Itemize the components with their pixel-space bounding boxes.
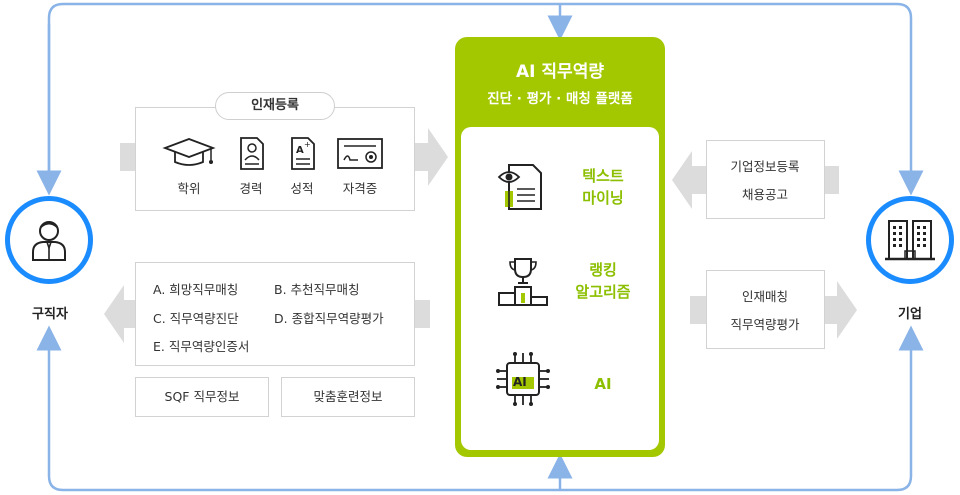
certificate-icon [337, 138, 383, 169]
registration-item-degree: 학위 [159, 136, 219, 197]
registration-item-career: 경력 [221, 136, 281, 197]
platform-title: AI 직무역량 [516, 62, 604, 82]
feature-line: AI [594, 375, 612, 393]
service-item-a: A. 희망직무매칭 [153, 282, 239, 297]
person-icon [32, 221, 66, 261]
service-item-e: E. 직무역량인증서 [153, 339, 250, 354]
feature-ranking-algorithm: 랭킹 알고리즘 [563, 259, 643, 303]
custom-training-info-button: 맞춤훈련정보 [281, 377, 415, 417]
ranking-podium-icon [498, 258, 548, 306]
building-icon [885, 220, 935, 261]
feature-text-mining: 텍스트 마이닝 [563, 165, 643, 209]
text-mining-icon [497, 164, 542, 210]
company-label: 기업 [898, 307, 922, 322]
registration-box [135, 107, 415, 211]
arrow-platform-to-company [690, 281, 857, 339]
company-input-box [706, 140, 825, 219]
registration-item-label: 자격증 [342, 181, 378, 196]
svg-text:AI: AI [513, 375, 527, 389]
job-seeker-circle [5, 196, 93, 284]
service-item-d: D. 종합직무역량평가 [274, 311, 384, 326]
registration-item-label: 성적 [290, 181, 314, 196]
feature-ai: AI [563, 373, 643, 395]
resume-icon [240, 137, 264, 170]
talent-matching: 인재매칭 [741, 289, 788, 304]
ai-chip-icon: AI [496, 352, 550, 406]
arrow-company-to-platform [672, 151, 839, 209]
platform-feature-list: 텍스트 마이닝 랭킹 알고리즘 AI [461, 127, 659, 450]
grade-document-icon: A + [291, 137, 315, 170]
registration-item-grades: A + 성적 [272, 136, 332, 197]
feature-line: 마이닝 [582, 189, 624, 207]
job-competency-evaluation: 직무역량평가 [730, 317, 800, 332]
feature-line: 텍스트 [582, 167, 624, 185]
company-info-registration: 기업정보등록 [730, 159, 800, 174]
arrow-platform-to-seeker [104, 285, 430, 343]
job-posting: 채용공고 [741, 187, 788, 202]
company-output-box [706, 270, 825, 349]
registration-item-label: 경력 [239, 181, 263, 196]
ai-platform-panel: AI 직무역량 진단 · 평가 · 매칭 플랫폼 텍스트 마이닝 [455, 37, 665, 457]
service-item-c: C. 직무역량진단 [153, 311, 239, 326]
job-seeker-label: 구직자 [32, 307, 68, 322]
svg-text:A: A [296, 145, 304, 156]
graduation-cap-icon [162, 138, 216, 166]
feature-line: 랭킹 [589, 261, 617, 279]
sqf-job-info-button: SQF 직무정보 [135, 377, 269, 417]
service-item-b: B. 추천직무매칭 [274, 282, 360, 297]
svg-text:+: + [304, 140, 311, 149]
registration-item-certificate: 자격증 [330, 136, 390, 197]
registration-item-label: 학위 [177, 181, 201, 196]
matching-services-box [135, 262, 415, 366]
arrow-registration-to-platform [120, 128, 448, 186]
registration-title: 인재등록 [215, 92, 335, 120]
company-circle [866, 196, 954, 284]
platform-subtitle: 진단 · 평가 · 매칭 플랫폼 [487, 91, 633, 107]
feature-line: 알고리즘 [575, 283, 631, 301]
